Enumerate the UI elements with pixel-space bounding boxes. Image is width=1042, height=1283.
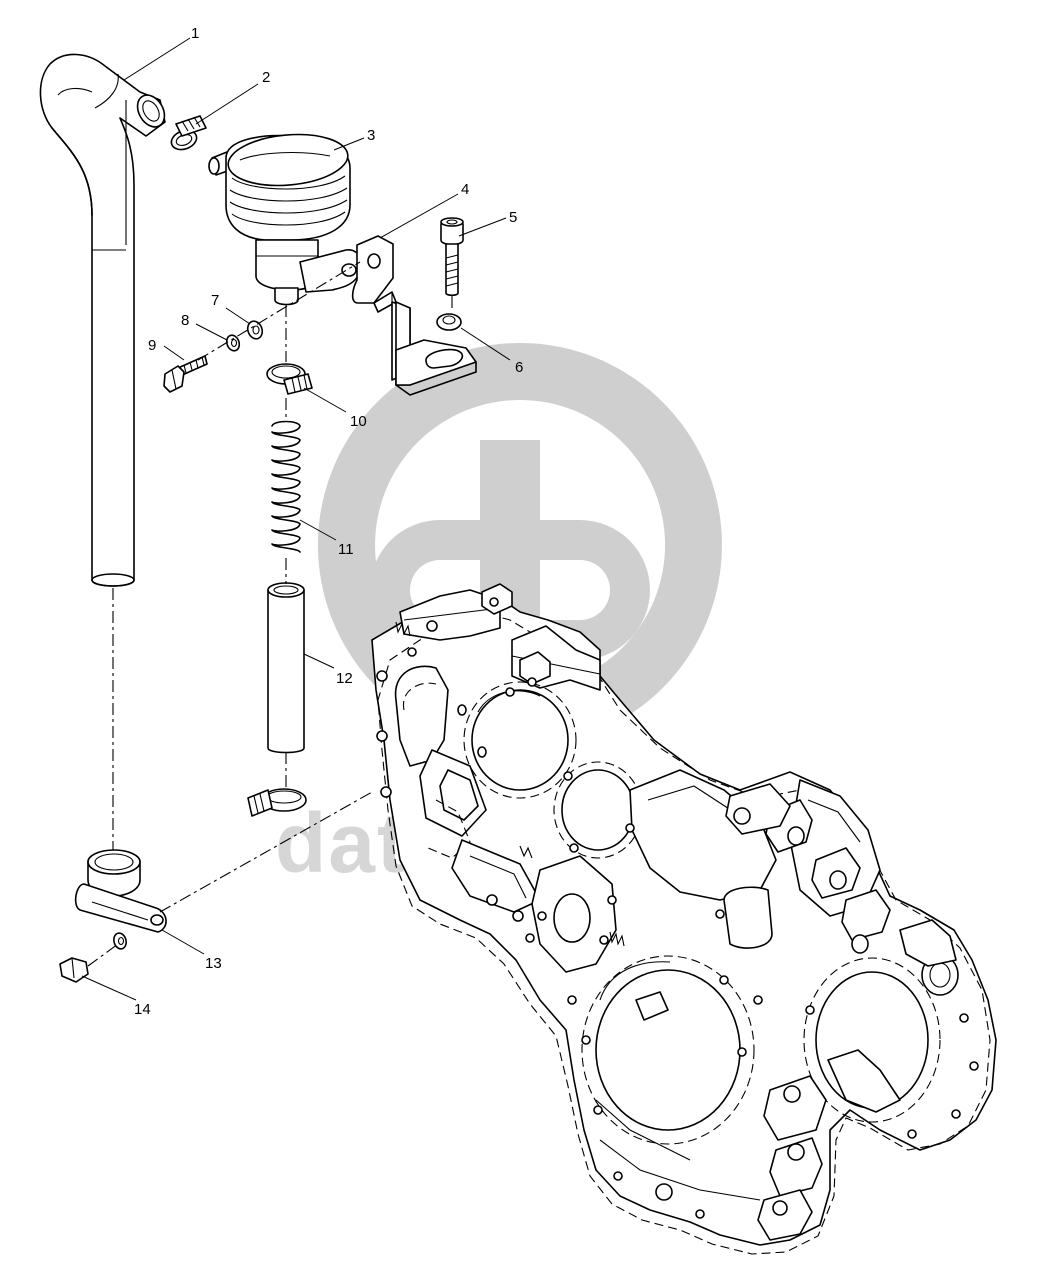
mounting-bracket (351, 235, 477, 396)
callout-7: 7 (211, 292, 219, 309)
callout-13: 13 (205, 955, 222, 972)
callout-leaders (81, 37, 511, 1001)
washer-6 (436, 313, 462, 331)
timing-gear-housing (371, 583, 997, 1255)
callout-14: 14 (134, 1001, 151, 1018)
flange-bolt (59, 932, 127, 983)
hex-bolt (163, 355, 208, 393)
pipe-clip (74, 849, 167, 933)
oil-separator (208, 133, 363, 306)
callout-numbers: 1 2 3 4 5 6 7 8 9 10 11 12 13 14 (134, 25, 523, 1018)
hose-clamp-middle (266, 363, 313, 395)
callout-11: 11 (338, 541, 354, 558)
callout-2: 2 (262, 69, 270, 86)
callout-4: 4 (461, 181, 469, 198)
coil-spring (271, 420, 301, 553)
callout-5: 5 (509, 209, 517, 226)
callout-9: 9 (148, 337, 156, 354)
cap-screw (440, 217, 464, 297)
callout-10: 10 (350, 413, 367, 430)
hose-clamp-upper (170, 115, 207, 151)
assembly-centerlines (87, 261, 453, 967)
hose-tube (267, 582, 305, 754)
lock-washer-8 (225, 334, 241, 352)
callout-6: 6 (515, 359, 523, 376)
washer-7 (246, 320, 264, 340)
breather-pipe (39, 53, 166, 587)
callout-12: 12 (336, 670, 353, 687)
hose-clamp-lower (247, 788, 307, 817)
callout-8: 8 (181, 312, 189, 329)
callout-1: 1 (191, 25, 199, 42)
callout-3: 3 (367, 127, 375, 144)
